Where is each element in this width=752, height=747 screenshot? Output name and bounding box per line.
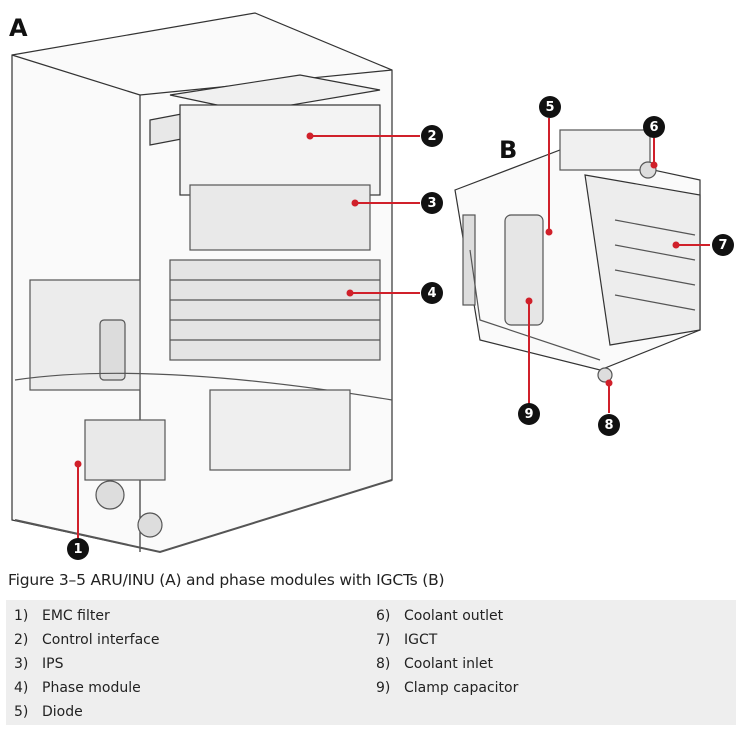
legend-label: Diode — [42, 704, 83, 720]
legend-number: 6) — [376, 608, 391, 624]
callout-8: 8 — [598, 414, 620, 436]
figure-label-a: A — [9, 14, 28, 42]
leader-dots — [74, 132, 680, 468]
legend-number: 9) — [376, 680, 391, 696]
legend-item: 3) IPS — [14, 652, 160, 676]
legend-column-right: 6)Coolant outlet 7)IGCT 8)Coolant inlet … — [376, 604, 518, 700]
callout-3: 3 — [421, 192, 443, 214]
legend-number: 7) — [376, 632, 391, 648]
legend-column-left: 1) EMC filter 2) Control interface 3) IPS 4… — [14, 604, 160, 724]
legend-number: 8) — [376, 656, 391, 672]
legend-item: 4) Phase module — [14, 676, 160, 700]
callout-5: 5 — [539, 96, 561, 118]
leader-lines — [77, 118, 710, 540]
legend-label: Coolant outlet — [404, 608, 504, 624]
figure-caption: Figure 3–5 ARU/INU (A) and phase modules… — [8, 571, 445, 589]
legend-table: 1) EMC filter 2) Control interface 3) IPS 4… — [6, 600, 736, 725]
legend-item: 8) Coolant inlet — [376, 652, 518, 676]
phase-module-b-drawing — [454, 129, 701, 383]
legend-number: 3) — [14, 656, 29, 672]
legend-item: 2) Control interface — [14, 628, 160, 652]
legend-item: 9) Clamp capacitor — [376, 676, 518, 700]
legend-label: IPS — [42, 656, 64, 672]
legend-item: 1) EMC filter — [14, 604, 160, 628]
callout-7: 7 — [712, 234, 734, 256]
legend-label: Phase module — [42, 680, 141, 696]
callout-4: 4 — [421, 282, 443, 304]
callout-9: 9 — [518, 403, 540, 425]
legend-label: IGCT — [404, 632, 438, 648]
cabinet-a-drawing — [11, 12, 393, 554]
legend-number: 5) — [14, 704, 29, 720]
figure-label-b: B — [499, 136, 518, 164]
callout-1: 1 — [67, 538, 89, 560]
equipment-line-art — [11, 12, 710, 554]
technical-illustration: A B 1 2 3 4 5 6 7 8 9 — [9, 12, 734, 560]
legend-number: 1) — [14, 608, 29, 624]
legend-number: 2) — [14, 632, 29, 648]
legend-label: EMC filter — [42, 608, 110, 624]
legend-item: 5) Diode — [14, 700, 160, 724]
callout-6: 6 — [643, 116, 665, 138]
legend-label: Clamp capacitor — [404, 680, 519, 696]
legend-item: 7) IGCT — [376, 628, 518, 652]
legend-label: Coolant inlet — [404, 656, 493, 672]
callout-2: 2 — [421, 125, 443, 147]
legend-item: 6) Coolant outlet — [376, 604, 518, 628]
legend-label: Control interface — [42, 632, 160, 648]
legend-number: 4) — [14, 680, 29, 696]
